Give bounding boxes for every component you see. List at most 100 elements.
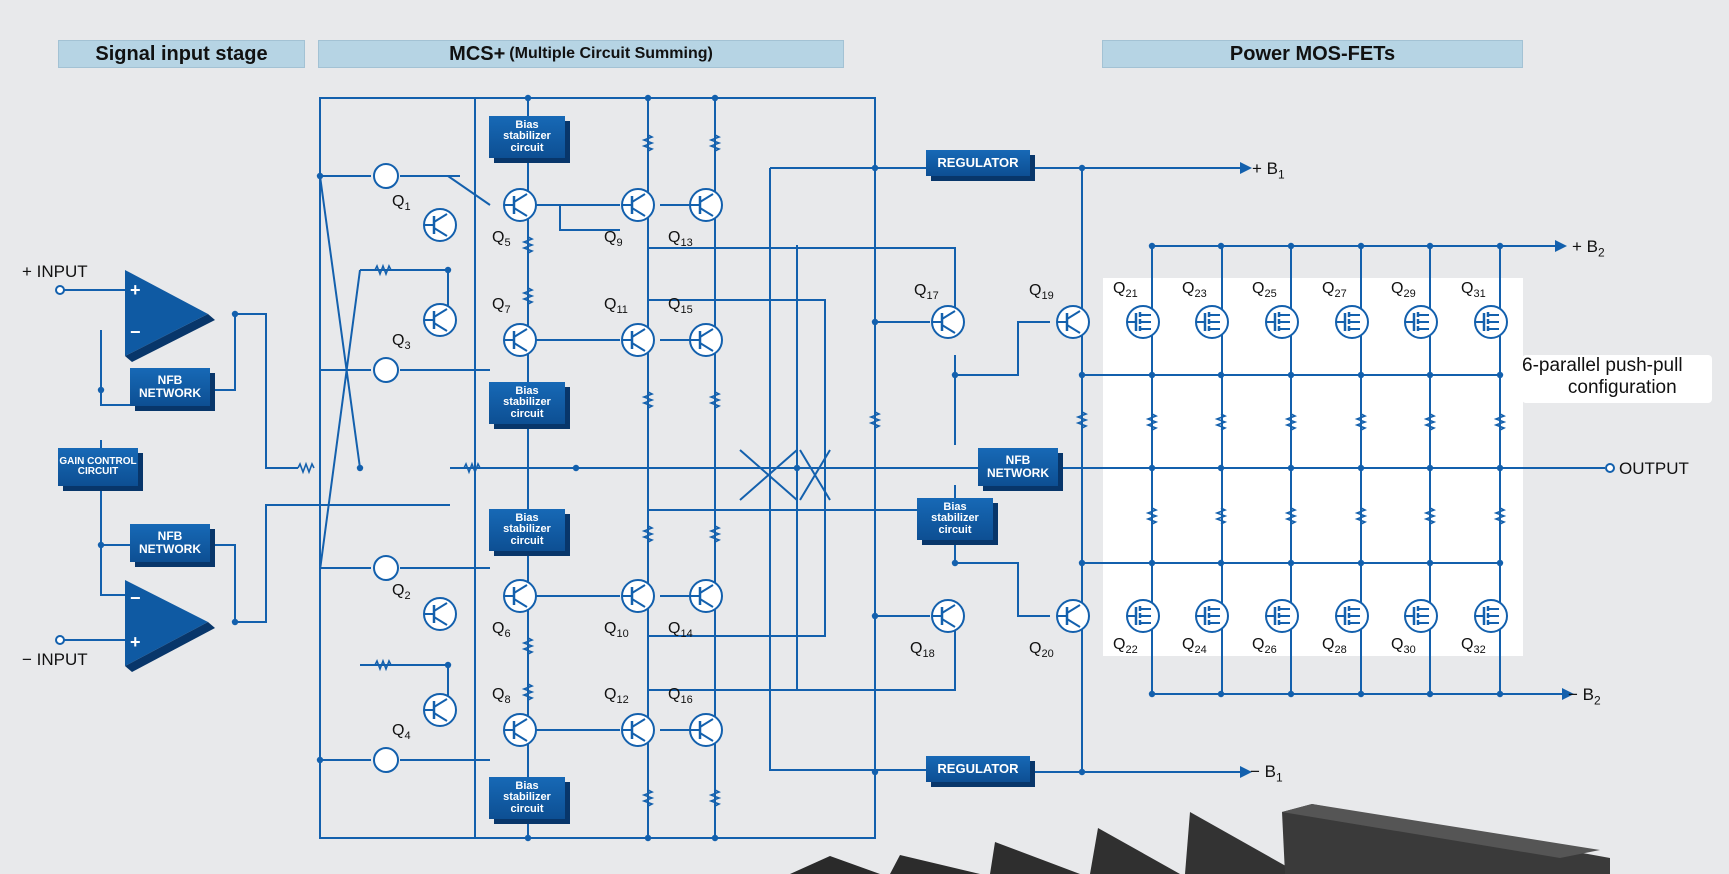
- minus-b1-text: − B: [1250, 762, 1276, 781]
- regulator-block-lower: REGULATOR: [926, 756, 1030, 782]
- transistor-label-prefix: Q: [668, 620, 681, 637]
- output-terminal-icon: [1605, 463, 1615, 473]
- transistor-q20-icon: [1056, 599, 1090, 633]
- junction-dot: [1357, 371, 1365, 379]
- bias-text-1: Bias: [515, 118, 539, 131]
- junction-dot: [1357, 559, 1365, 567]
- nfb-text-1: NFB: [157, 529, 183, 544]
- junction-dot: [644, 94, 652, 102]
- junction-dot: [1426, 242, 1434, 250]
- transistor-label-number: 6: [504, 628, 511, 641]
- mcs-header-sub: (Multiple Circuit Summing): [509, 45, 713, 62]
- transistor-q6-icon: [503, 579, 537, 613]
- junction-dot: [1287, 242, 1295, 250]
- mosfet-q22-icon: [1126, 599, 1160, 633]
- svg-text:−: −: [130, 322, 141, 342]
- junction-dot: [711, 94, 719, 102]
- transistor-q10-icon: [621, 579, 655, 613]
- transistor-label-q21: Q21: [1113, 280, 1138, 300]
- transistor-label-q17: Q17: [914, 282, 939, 302]
- bias-stabilizer-block-5: Bias stabilizer circuit: [917, 498, 993, 540]
- transistor-label-number: 23: [1194, 288, 1207, 301]
- junction-dot: [1426, 690, 1434, 698]
- junction-dot: [1148, 559, 1156, 567]
- bias-text-1: Bias: [943, 500, 967, 513]
- current-sources: [373, 163, 399, 773]
- transistor-label-prefix: Q: [604, 296, 617, 313]
- bias-text-2: stabilizer: [931, 512, 979, 525]
- nfb-text-1: NFB: [157, 373, 183, 388]
- resistor-icon: [708, 789, 722, 807]
- bias-stabilizer-block-1: Bias stabilizer circuit: [489, 116, 565, 158]
- transistor-label-number: 25: [1264, 288, 1277, 301]
- mosfet-q24-icon: [1195, 599, 1229, 633]
- transistor-label-number: 11: [616, 304, 628, 317]
- wiring: [60, 97, 1605, 839]
- gain-control-block: GAIN CONTROL CIRCUIT: [58, 448, 138, 486]
- minus-b1-label: − B1: [1250, 762, 1283, 784]
- transistor-label-number: 19: [1041, 290, 1054, 303]
- junction-dot: [1217, 559, 1225, 567]
- junction-dot: [1217, 371, 1225, 379]
- plus-b1-label: + B1: [1252, 159, 1285, 181]
- transistor-label-number: 14: [680, 628, 693, 641]
- junction-dot: [1078, 768, 1086, 776]
- junction-dot: [1217, 690, 1225, 698]
- transistor-label-number: 8: [504, 694, 511, 707]
- config-note: 6-parallel push-pull configuration: [1522, 355, 1683, 399]
- nfb-text-1: NFB: [1005, 453, 1031, 468]
- junction-dot: [1217, 242, 1225, 250]
- resistor-icon: [1214, 507, 1228, 525]
- transistor-label-number: 26: [1264, 644, 1277, 657]
- transistor-label-number: 29: [1403, 288, 1416, 301]
- transistor-label-number: 13: [680, 237, 693, 250]
- junction-dot: [1148, 690, 1156, 698]
- junction-dot: [231, 310, 239, 318]
- transistor-label-prefix: Q: [668, 229, 681, 246]
- transistor-label-number: 24: [1194, 644, 1207, 657]
- transistor-label-prefix: Q: [392, 332, 405, 349]
- transistor-label-number: 16: [680, 694, 693, 707]
- junction-dot: [1357, 242, 1365, 250]
- resistor-icon: [1493, 507, 1507, 525]
- bias-text-1: Bias: [515, 779, 539, 792]
- bias-stabilizer-block-3: Bias stabilizer circuit: [489, 509, 565, 551]
- transistor-label-number: 20: [1041, 648, 1054, 661]
- transistor-label-q31: Q31: [1461, 280, 1486, 300]
- bias-stabilizer-block-2: Bias stabilizer circuit: [489, 382, 565, 424]
- transistor-label-q11: Q11: [604, 296, 628, 316]
- transistor-label-prefix: Q: [604, 686, 617, 703]
- nfb-network-block-upper: NFB NETWORK: [130, 368, 210, 406]
- mosfet-q23-icon: [1195, 305, 1229, 339]
- transistor-label-q20: Q20: [1029, 640, 1054, 660]
- transistor-label-prefix: Q: [604, 229, 617, 246]
- gain-text-2: CIRCUIT: [77, 466, 119, 477]
- transistor-label-prefix: Q: [910, 640, 923, 657]
- plus-b2-text: + B: [1572, 237, 1598, 256]
- resistor-icon: [641, 525, 655, 543]
- resistor-icon: [521, 287, 535, 305]
- junction-dot: [1496, 242, 1504, 250]
- transistor-label-q28: Q28: [1322, 636, 1347, 656]
- transistor-label-q10: Q10: [604, 620, 629, 640]
- resistor-icon: [641, 134, 655, 152]
- transistor-label-number: 10: [616, 628, 629, 641]
- regulator-text: REGULATOR: [937, 155, 1019, 171]
- resistor-icon: [1214, 413, 1228, 431]
- current-source-icon: [373, 163, 399, 189]
- transistor-label-q27: Q27: [1322, 280, 1347, 300]
- junction-dot: [97, 541, 105, 549]
- svg-text:+: +: [130, 280, 141, 300]
- transistor-q19-icon: [1056, 305, 1090, 339]
- transistor-label-number: 7: [504, 304, 511, 317]
- mosfet-q25-icon: [1265, 305, 1299, 339]
- bias-text-2: stabilizer: [503, 523, 551, 536]
- transistor-label-number: 5: [504, 237, 511, 250]
- resistor-icon: [708, 134, 722, 152]
- junction-dot: [1426, 464, 1434, 472]
- transistor-label-q6: Q6: [492, 620, 511, 640]
- transistor-label-q16: Q16: [668, 686, 693, 706]
- transistor-label-q30: Q30: [1391, 636, 1416, 656]
